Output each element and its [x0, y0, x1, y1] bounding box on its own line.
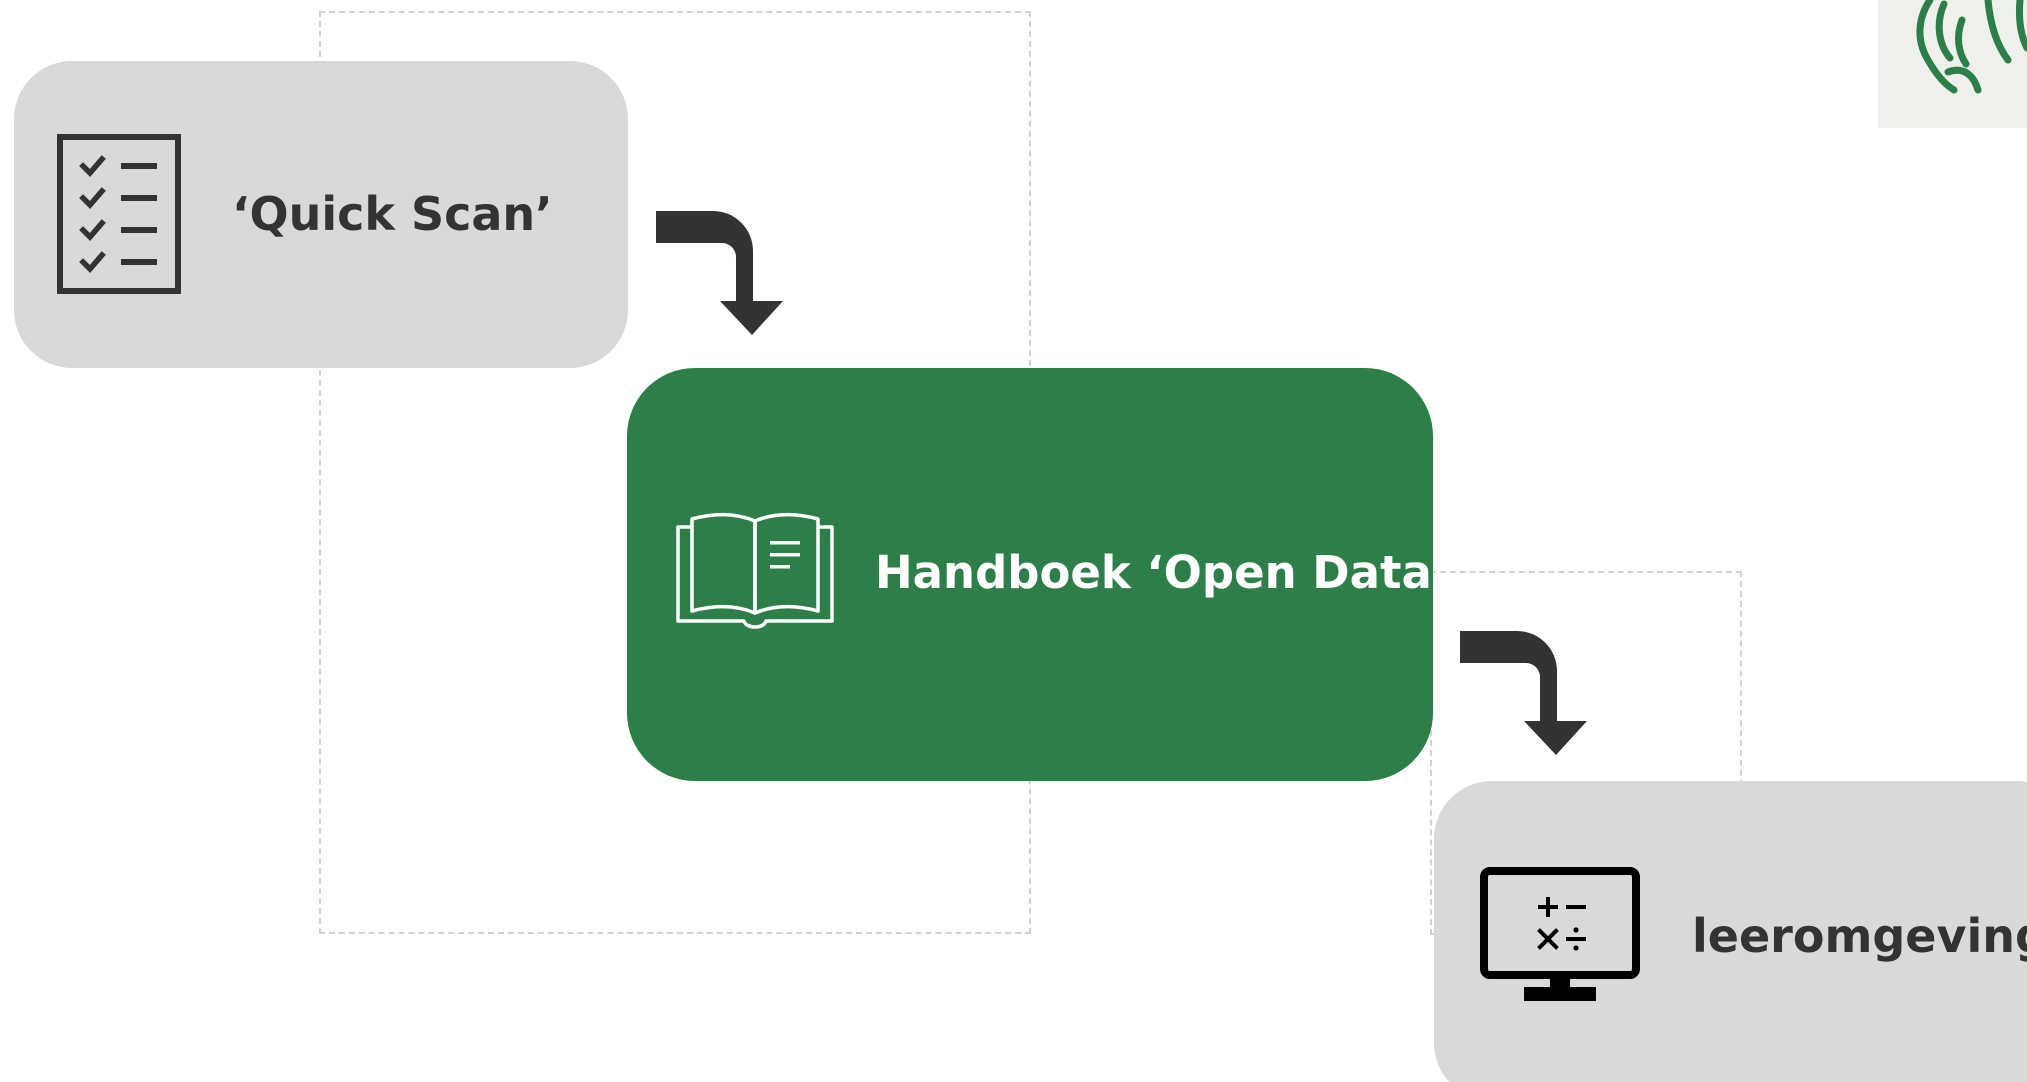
- step-leeromgeving-label: leeromgeving: [1692, 909, 2027, 963]
- step-handboek-label: Handboek ‘Open Data’: [875, 546, 1449, 599]
- checklist-icon: [57, 134, 181, 294]
- step-handboek: Handboek ‘Open Data’: [627, 368, 1449, 781]
- open-book-icon: [676, 512, 834, 629]
- step-quick-scan-label: ‘Quick Scan’: [232, 187, 553, 241]
- arrow-right-down-icon: [1460, 631, 1587, 755]
- lion-icon: [1916, 0, 2027, 94]
- step-leeromgeving: leeromgeving: [1434, 781, 2027, 1082]
- flemish-lion-logo: [1878, 0, 2027, 128]
- step-quick-scan: ‘Quick Scan’: [14, 61, 628, 368]
- arrow-right-down-icon: [656, 211, 783, 335]
- monitor-calculator-icon: [1480, 867, 1640, 1001]
